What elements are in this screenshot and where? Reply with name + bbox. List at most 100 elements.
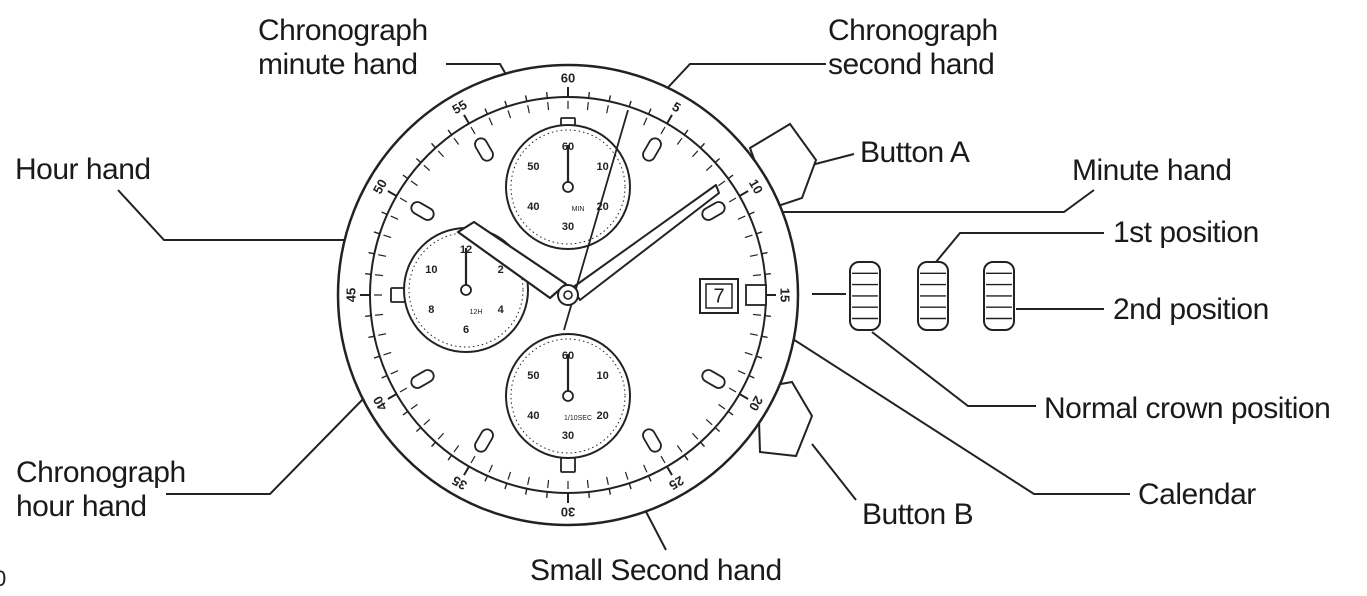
sub-dial-caption: MIN: [572, 206, 585, 213]
crown-normal-position: [849, 261, 881, 331]
sub-dial-number: 10: [597, 161, 609, 173]
bezel-tick: [748, 374, 755, 379]
bezel-tick: [608, 95, 612, 102]
center-pinion-inner: [563, 290, 573, 300]
dial-minute-tick: [749, 254, 758, 257]
dial-minute-tick: [547, 479, 550, 488]
dial-minute-tick: [728, 197, 737, 203]
sub-dial-scale: [510, 129, 626, 245]
dial-minute-tick: [488, 117, 493, 126]
bezel-tick: [373, 231, 380, 235]
bezel-tick: [683, 129, 689, 136]
dial-minute-tick: [586, 479, 589, 488]
bezel-tick: [387, 393, 398, 400]
sub-dial-number: 50: [527, 370, 539, 382]
sub-dial-pinion: [562, 390, 574, 402]
bezel-tick: [647, 108, 652, 115]
bezel-tick: [430, 441, 437, 448]
bezel-tick: [761, 251, 768, 255]
sub-dial-minutes: 601020304050MIN: [505, 124, 631, 250]
sub-dial-small-seconds: 6010203040501/10SEC: [505, 333, 631, 459]
dial-minute-tick: [547, 102, 550, 111]
dial-minute-tick: [676, 445, 683, 453]
bezel-tick: [484, 475, 489, 482]
leader-minute-hand: [690, 189, 1095, 213]
bezel-tick: [738, 393, 749, 400]
leader-lines: [117, 63, 1130, 551]
bezel-tick: [368, 251, 375, 255]
dial-minute-tick: [676, 137, 683, 145]
dial-minute-tick: [752, 274, 761, 277]
sub-dial-number: 4: [498, 304, 505, 316]
dial-minute-tick: [705, 419, 713, 426]
sub-dial-number: 10: [425, 264, 437, 276]
dial-minute-tick: [375, 274, 384, 277]
bezel-tick: [447, 129, 453, 136]
calendar-date: 7: [713, 285, 724, 307]
bezel-tick: [588, 491, 591, 498]
dial-minute-tick: [399, 197, 408, 203]
dial-minute-tick: [692, 432, 699, 440]
bezel-tick: [683, 454, 689, 461]
sub-dial-number: 50: [527, 161, 539, 173]
dial-minute-tick: [718, 403, 726, 410]
label-corner-mark: 0: [0, 562, 6, 596]
hour-index-marker: [410, 201, 435, 221]
bezel-tick: [727, 174, 734, 180]
watch-face: 60510152025303540455055601020304050MIN12…: [336, 63, 1015, 527]
label-button-a: Button A: [860, 136, 970, 169]
bezel-tick: [699, 441, 706, 448]
sub-dial-scale: [510, 338, 626, 454]
bezel-tick: [463, 465, 470, 476]
label-calendar: Calendar: [1138, 478, 1256, 511]
dial-minute-tick: [399, 387, 408, 393]
sub-dial-caption: 1/10SEC: [564, 415, 592, 422]
crown-stem: [745, 284, 767, 306]
bezel-number: 60: [561, 70, 575, 85]
dial-minute-tick: [737, 370, 746, 375]
dial-minute-tick: [378, 254, 387, 257]
label-chrono-minute-hand: Chronograph minute hand: [258, 14, 428, 81]
sub-dial-number: 20: [597, 410, 609, 422]
dial-minute-tick: [692, 150, 699, 158]
dial-minute-tick: [383, 234, 392, 239]
dial-minute-tick: [437, 150, 444, 158]
bezel-tick: [402, 410, 409, 416]
sub-dial-number: 30: [562, 430, 574, 442]
hour-index-marker: [474, 428, 494, 453]
bezel-tick: [666, 465, 673, 476]
label-chrono-hour-hand: Chronograph hour hand: [16, 456, 186, 523]
bezel-number: 50: [370, 176, 390, 196]
bezel-tick: [415, 157, 422, 164]
bezel-tick: [756, 231, 763, 235]
bezel-tick: [373, 355, 380, 359]
bezel-number: 20: [746, 394, 766, 414]
bezel-number: 25: [667, 473, 687, 493]
hour-index-marker: [642, 137, 662, 162]
bezel-tick: [402, 174, 409, 180]
sub-dial-number: 6: [463, 324, 469, 336]
dial-minute-tick: [410, 403, 418, 410]
bezel-tick: [628, 100, 632, 107]
label-chrono-second-hand: Chronograph second hand: [828, 14, 998, 81]
dial-minute-tick: [383, 351, 392, 356]
dial-minute-tick: [749, 333, 758, 336]
bezel-tick: [504, 100, 508, 107]
dial-minute-tick: [744, 351, 753, 356]
label-second-position: 2nd position: [1113, 293, 1269, 326]
dial-minute-tick: [660, 455, 666, 464]
bezel-number: 30: [561, 505, 575, 520]
bezel-tick: [588, 92, 591, 99]
leader-normal-crown-position: [871, 331, 1036, 407]
dial-minute-tick: [737, 215, 746, 220]
bezel-tick: [365, 272, 372, 275]
sub-dial-number: 40: [527, 410, 539, 422]
bezel-tick: [368, 335, 375, 339]
dial-minute-tick: [586, 102, 589, 111]
bezel-tick: [764, 315, 771, 318]
bezel-tick: [666, 114, 673, 125]
bezel-number: 10: [746, 176, 766, 196]
bezel-number: 15: [778, 288, 793, 302]
hour-hand: [456, 220, 568, 300]
dial-minute-tick: [423, 164, 431, 171]
